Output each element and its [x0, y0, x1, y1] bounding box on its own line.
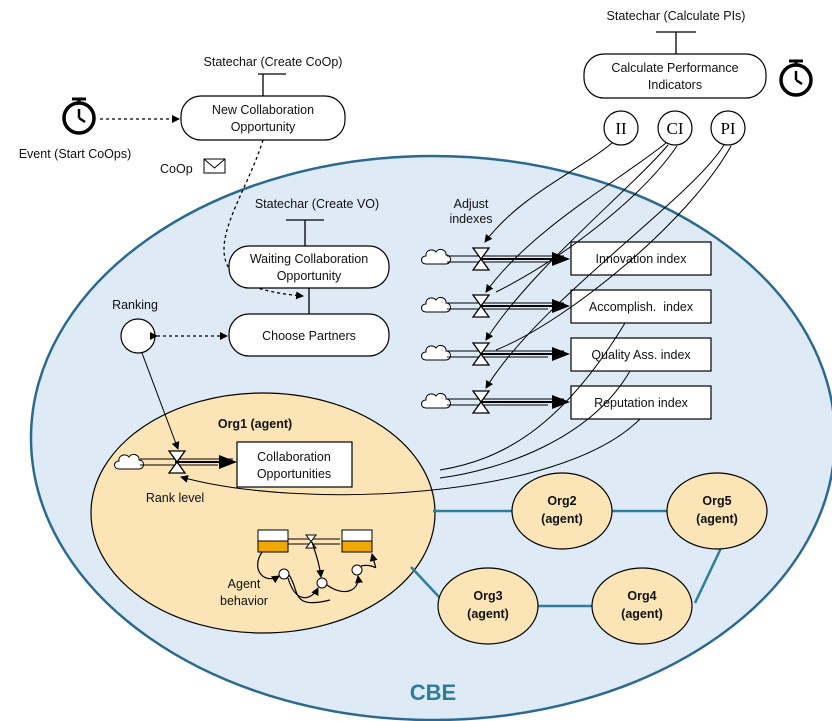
agent-org4[interactable]: Org4 (agent): [591, 567, 693, 645]
clock-icon: [62, 97, 96, 135]
stock-innovation-label: Innovation index: [595, 252, 687, 266]
flow-accomplish: [421, 294, 570, 318]
state-waiting-collaboration-opportunity[interactable]: Waiting Collaboration Opportunity: [228, 245, 390, 289]
stock-accomplish-label: Accomplish. index: [589, 300, 694, 314]
state-waiting-coop-line1: Waiting Collaboration: [250, 252, 368, 266]
agent-org2[interactable]: Org2 (agent): [511, 472, 613, 550]
agent-behavior-line1: Agent: [228, 577, 261, 591]
stock-collaboration-opportunities[interactable]: Collaboration Opportunities: [236, 441, 353, 488]
agent-org4-role: (agent): [621, 607, 663, 621]
ranking-label: Ranking: [112, 298, 158, 312]
ranking-circle[interactable]: [120, 318, 156, 354]
state-calc-pi-line2: Indicators: [648, 78, 702, 92]
state-choose-partners-label: Choose Partners: [262, 329, 356, 343]
statechart-create-vo-connector: [286, 219, 324, 246]
state-new-coop-line1: New Collaboration: [212, 103, 314, 117]
stock-coop-line1: Collaboration: [257, 450, 331, 464]
flow-reputation: [421, 390, 570, 414]
state-calc-pi-line1: Calculate Performance: [611, 61, 738, 75]
stock-coop-line2: Opportunities: [257, 467, 331, 481]
stock-accomplish-index[interactable]: Accomplish. index: [570, 289, 712, 324]
state-choose-partners[interactable]: Choose Partners: [228, 313, 390, 357]
cbe-label: CBE: [410, 680, 456, 705]
agent-org3-role: (agent): [467, 607, 509, 621]
indicator-pi[interactable]: PI: [710, 110, 746, 146]
indicator-ci[interactable]: CI: [657, 110, 693, 146]
agent-org5-role: (agent): [696, 512, 738, 526]
stock-quality-label: Quality Ass. index: [591, 348, 691, 362]
coop-flow-dotted: [223, 139, 304, 300]
flow-quality: [421, 342, 570, 366]
state-new-collaboration-opportunity[interactable]: New Collaboration Opportunity: [180, 95, 346, 141]
statechart-create-coop-connector: [258, 73, 286, 96]
clock-icon-pis: [779, 59, 813, 97]
state-new-coop-line2: Opportunity: [231, 120, 296, 134]
indicator-ci-label: CI: [667, 119, 684, 138]
agent-behavior-diagram: [257, 529, 378, 604]
statechart-calculate-pis-label: Statechar (Calculate PIs): [607, 9, 746, 23]
statechart-create-coop-label: Statechar (Create CoOp): [204, 55, 343, 69]
adjust-indexes-line2: indexes: [449, 212, 492, 226]
indicator-ii[interactable]: II: [603, 110, 639, 146]
adjust-indexes-line1: Adjust: [454, 197, 489, 211]
stock-innovation-index[interactable]: Innovation index: [570, 241, 712, 276]
agent-links: [410, 509, 724, 608]
event-start-coops-label: Event (Start CoOps): [19, 147, 132, 161]
agent-org2-role: (agent): [541, 512, 583, 526]
coop-message-label: CoOp: [160, 162, 193, 176]
indicator-pi-label: PI: [720, 119, 735, 138]
agent-behavior-line2: behavior: [220, 594, 268, 608]
agent-org5[interactable]: Org5 (agent): [666, 472, 768, 550]
agent-org5-name: Org5: [702, 494, 731, 508]
stock-reputation-index[interactable]: Reputation index: [570, 385, 712, 420]
state-calculate-performance-indicators[interactable]: Calculate Performance Indicators: [583, 53, 767, 99]
org1-title: Org1 (agent): [218, 417, 292, 431]
statechart-calculate-pis-connector: [656, 31, 696, 54]
indicator-influence-lines: [484, 142, 732, 389]
agent-org2-name: Org2: [547, 494, 576, 508]
ranking-to-rank-valve: [141, 352, 180, 450]
indicator-ii-label: II: [615, 119, 627, 138]
rank-level-label: Rank level: [146, 491, 204, 505]
statechart-create-vo-label: Statechar (Create VO): [255, 197, 379, 211]
agent-org3[interactable]: Org3 (agent): [437, 567, 539, 645]
agent-org3-name: Org3: [473, 589, 502, 603]
state-waiting-coop-line2: Opportunity: [277, 269, 342, 283]
agent-org4-name: Org4: [627, 589, 656, 603]
org1-flow: [114, 450, 237, 474]
envelope-icon: [203, 158, 226, 174]
index-to-rank-lines: [180, 322, 641, 496]
stock-reputation-label: Reputation index: [594, 396, 689, 410]
stock-quality-index[interactable]: Quality Ass. index: [570, 337, 712, 372]
